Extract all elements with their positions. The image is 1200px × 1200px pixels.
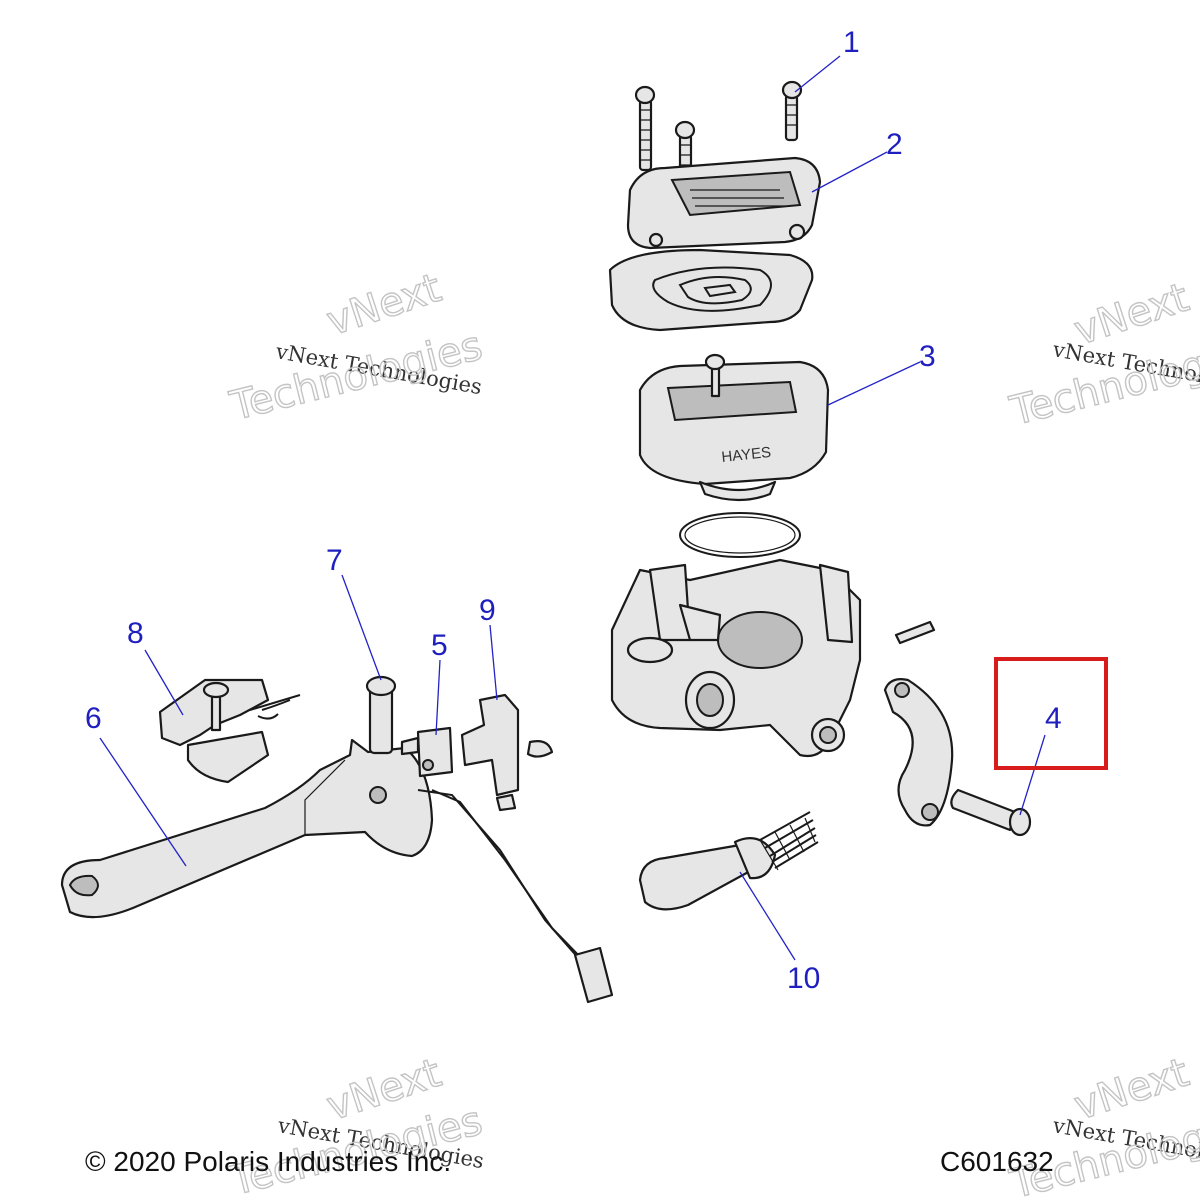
watermark-top-left: vNext vNext Technologies Technologies bbox=[225, 264, 488, 430]
part-switch-bracket bbox=[460, 693, 554, 812]
leader-10 bbox=[739, 871, 796, 961]
part-master-cylinder-housing bbox=[610, 558, 862, 758]
callout-5: 5 bbox=[431, 629, 448, 662]
leader-3 bbox=[827, 361, 921, 406]
screw-right bbox=[781, 80, 803, 142]
part-brake-switch bbox=[400, 726, 614, 1004]
leader-8 bbox=[144, 649, 184, 716]
callout-4: 4 bbox=[1045, 702, 1062, 735]
callout-6: 6 bbox=[85, 702, 102, 735]
callout-10: 10 bbox=[787, 962, 820, 995]
callout-1: 1 bbox=[843, 26, 860, 59]
brand-mark: HAYES bbox=[721, 444, 772, 466]
leader-7 bbox=[341, 574, 382, 681]
watermark-word-a: vNext bbox=[321, 265, 446, 345]
part-diaphragm bbox=[608, 248, 814, 332]
leader-lines bbox=[99, 55, 1046, 961]
copyright-text: © 2020 Polaris Industries Inc. bbox=[85, 1146, 452, 1177]
leader-2 bbox=[811, 151, 888, 193]
part-o-ring bbox=[679, 512, 801, 558]
callout-7: 7 bbox=[326, 544, 343, 577]
callout-2: 2 bbox=[886, 128, 903, 161]
watermark-word-b: Technologies bbox=[225, 323, 486, 430]
callout-9: 9 bbox=[479, 594, 496, 627]
leader-1 bbox=[794, 55, 841, 93]
part-clamp bbox=[883, 678, 954, 827]
leader-4 bbox=[1019, 734, 1046, 816]
part-reservoir-cover bbox=[626, 156, 822, 250]
leader-5 bbox=[435, 659, 441, 736]
part-piston-assembly bbox=[638, 811, 819, 911]
leader-6 bbox=[99, 737, 187, 867]
leader-9 bbox=[489, 624, 498, 701]
watermark-word-a: vNext bbox=[1069, 1050, 1194, 1130]
callout-3: 3 bbox=[919, 340, 936, 373]
part-adjuster bbox=[158, 678, 301, 784]
part-clamp-bolt bbox=[950, 788, 1032, 837]
part-reservoir: HAYES bbox=[638, 353, 830, 502]
part-dowel-pin bbox=[894, 620, 936, 645]
highlight-box bbox=[994, 657, 1108, 770]
part-pivot-bolt bbox=[365, 675, 397, 755]
watermark-top-right: vNext vNext Technologies Technologies bbox=[1005, 274, 1200, 436]
callout-8: 8 bbox=[127, 617, 144, 650]
callout-numbers: 1 2 3 4 5 6 7 8 9 10 bbox=[85, 26, 1062, 995]
part-brake-lever bbox=[60, 738, 434, 919]
drawing-code: C601632 bbox=[940, 1146, 1054, 1177]
screw-left bbox=[634, 85, 656, 172]
